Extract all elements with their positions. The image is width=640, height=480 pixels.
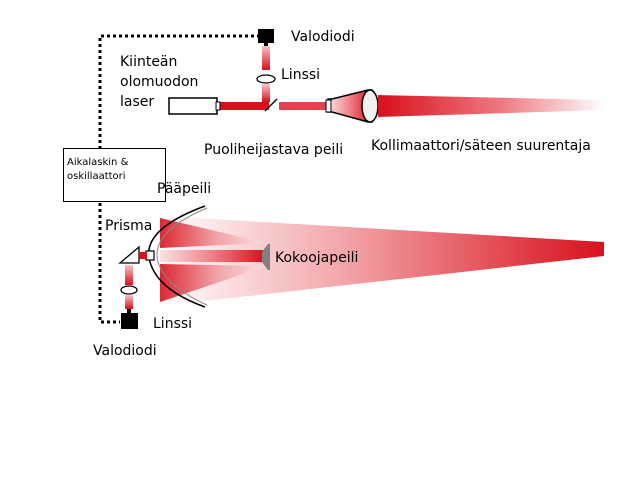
- timer-box-line-1: Aikalaskin &: [67, 157, 129, 168]
- primary-mirror: [148, 205, 206, 308]
- laser-label-line-3: laser: [120, 94, 155, 110]
- lens-to-photodiode-beam: [262, 46, 270, 70]
- lens-top-label: Linssi: [281, 67, 321, 83]
- center-beam: [160, 250, 264, 262]
- splitter-vertical-beam: [262, 84, 270, 102]
- inner-cone-lower: [160, 264, 267, 302]
- prism-to-lens-beam: [125, 265, 133, 285]
- prism-label: Prisma: [105, 218, 153, 234]
- primary-mirror-label: Pääpeili: [157, 181, 212, 197]
- photodiode-bottom-label: Valodiodi: [93, 343, 157, 359]
- bottom-lens: [120, 285, 138, 295]
- laser-label-line-2: olomuodon: [120, 74, 199, 90]
- prism-aperture: [145, 250, 155, 261]
- signal-wire-bottom: [98, 203, 120, 324]
- splitter-to-collimator-beam: [279, 102, 331, 110]
- inner-cone-upper: [160, 218, 267, 248]
- top-photodiode: [258, 29, 274, 43]
- beam-splitter-label: Puoliheijastava peili: [204, 142, 344, 158]
- secondary-mirror: [262, 244, 270, 270]
- photodiode-top-label: Valodiodi: [291, 29, 355, 45]
- outgoing-beam: [378, 95, 604, 117]
- signal-wire-top: [98, 34, 258, 149]
- collimator-label: Kollimaattori/säteen suurentaja: [371, 138, 591, 154]
- lens-bottom-label: Linssi: [153, 316, 193, 332]
- lens-to-bottom-photodiode-beam: [125, 295, 133, 309]
- prism: [118, 245, 140, 264]
- laser-aperture: [215, 101, 221, 111]
- laser-to-splitter-beam: [219, 102, 269, 110]
- timer-box-line-2: oskillaattori: [67, 171, 126, 182]
- beam-splitter-mirror: [264, 98, 278, 112]
- return-beam: [160, 216, 604, 306]
- secondary-mirror-label: Kokoojapeili: [275, 250, 359, 266]
- laser-label-line-1: Kiinteän: [120, 54, 178, 70]
- timer-oscillator-box: Aikalaskin & oskillaattori: [63, 148, 166, 202]
- bottom-photodiode: [121, 313, 138, 329]
- laser-label: Kiinteän olomuodon laser: [120, 52, 198, 112]
- top-lens: [256, 74, 276, 84]
